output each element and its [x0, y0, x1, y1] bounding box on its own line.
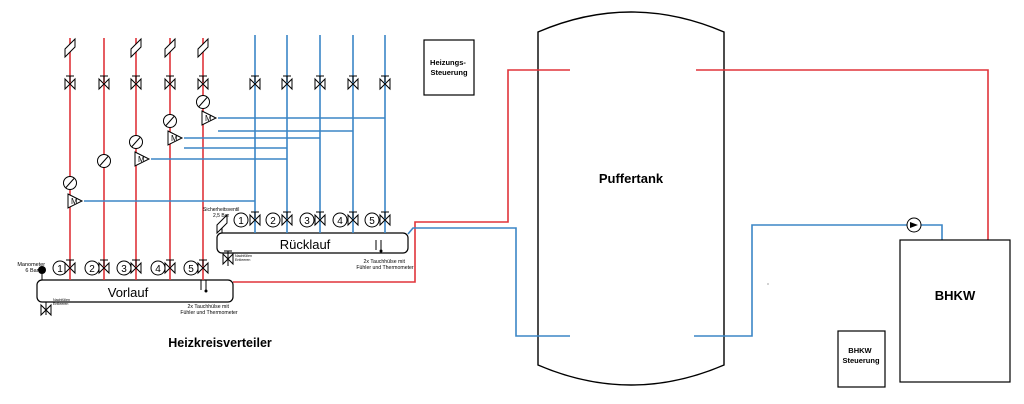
- bhkw-steuerung-box: [837, 330, 886, 388]
- circuit-number: 4: [337, 216, 343, 227]
- safety-valve-ruecklauf-icon: [216, 214, 228, 234]
- circuit-number: 5: [369, 216, 375, 227]
- vorlauf-label: Vorlauf: [108, 285, 149, 300]
- puffertank-outline: [537, 11, 725, 386]
- bhkw-pump-icon: [906, 217, 922, 233]
- puffertank-label: Puffertank: [599, 171, 664, 186]
- svg-text:M: M: [138, 155, 145, 164]
- mixer-bypass-lines: [84, 117, 385, 202]
- heizungs-steuerung-box: [423, 39, 475, 96]
- circuit-number: 5: [188, 264, 194, 275]
- bhkw-box: [899, 239, 1011, 383]
- bhkw-steuerung-label: BHKW Steuerung: [842, 346, 880, 365]
- ruecklauf-label: Rücklauf: [280, 237, 331, 252]
- vorlauf-thermometer-icon: [200, 280, 208, 293]
- heizkreisverteiler-label: Heizkreisverteiler: [168, 336, 272, 350]
- pipe-tank-return: [407, 227, 570, 337]
- ruecklauf-drain-label: Nachfüllen Entleeren: [235, 254, 253, 262]
- ruecklauf-tauchhuelse-label: 2x Tauchhülse mit Fühler und Thermometer: [356, 259, 414, 271]
- vorlauf-drain-valve-icon: [40, 301, 52, 316]
- bhkw-steuerung-line2: Steuerung: [842, 356, 880, 365]
- ruecklauf-circuit-markers: 1 2 3 4 5: [233, 211, 391, 228]
- vorlauf-circuit-markers: 1 2 3 4 5: [52, 259, 209, 276]
- vorlauf-header: [36, 279, 234, 303]
- circuit-number: 2: [89, 264, 95, 275]
- heizungs-steuerung-line2: Steuerung: [430, 68, 468, 77]
- heizungs-steuerung-label: Heizungs- Steuerung: [430, 58, 468, 77]
- mixing-valve-icons: M M M M: [67, 110, 218, 209]
- circuit-number: 1: [238, 216, 244, 227]
- vorlauf-tauchhuelse-label: 2x Tauchhülse mit Fühler und Thermometer: [180, 304, 238, 316]
- circuit-number: 2: [270, 216, 276, 227]
- heizungs-steuerung-line1: Heizungs-: [430, 58, 466, 67]
- pipe-bhkw-supply: [696, 69, 989, 254]
- circuit-number: 3: [304, 216, 310, 227]
- svg-text:M: M: [205, 114, 212, 123]
- bhkw-label: BHKW: [935, 288, 976, 303]
- ruecklauf-thermometer-icon: [375, 240, 383, 253]
- vorlauf-drain-label: Nachfüllen Entleeren: [53, 298, 71, 306]
- circuit-number: 3: [121, 264, 127, 275]
- svg-text:M: M: [171, 134, 178, 143]
- sicherheitsventil-label: Sicherheitsventil 2,5 Bar: [203, 207, 241, 219]
- ruecklauf-header: [216, 232, 409, 254]
- manometer-icon: [38, 266, 46, 280]
- bhkw-steuerung-line1: BHKW: [848, 346, 872, 355]
- circuit-number: 1: [57, 264, 63, 275]
- pipe-tank-supply: [233, 69, 570, 283]
- pipe-bhkw-return: [694, 224, 943, 337]
- ruecklauf-drain-valve-icon: [222, 250, 234, 266]
- svg-text:M: M: [71, 197, 78, 206]
- circuit-number: 4: [155, 264, 161, 275]
- manometer-label: Manometer 6 Bar: [17, 262, 46, 274]
- return-risers: [254, 35, 386, 233]
